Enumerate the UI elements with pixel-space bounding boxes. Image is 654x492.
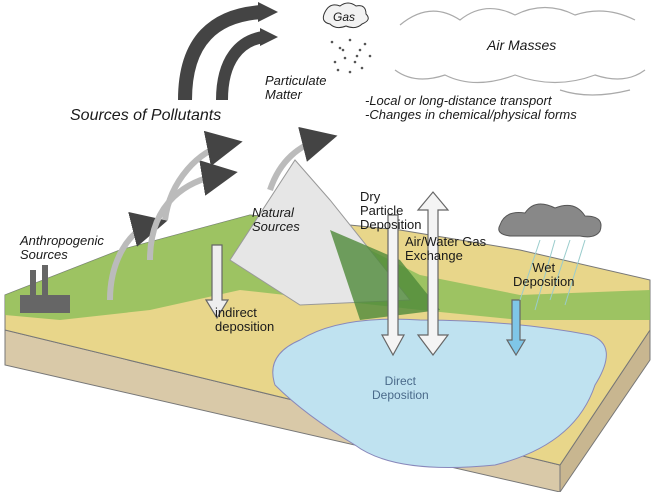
direct-line-2: Deposition [372,388,429,402]
indirect-line-1: indirect [215,305,257,320]
gas-exchange-line-2: Exchange [405,248,463,263]
natural-line-2: Sources [252,219,300,234]
deposition-arrows [204,191,527,357]
sources-of-pollutants-title: Sources of Pollutants [70,107,222,124]
direct-deposition-label: Direct Deposition [372,374,429,402]
natural-sources-label: Natural Sources [252,206,300,234]
indirect-deposition-label: indirect deposition [215,306,274,334]
source-arrows [178,2,278,101]
transport-line-2: -Changes in chemical/physical forms [365,107,577,122]
wet-line-1: Wet [532,260,556,275]
lake [272,318,607,468]
particulate-line-2: Matter [265,87,302,102]
wet-line-2: Deposition [513,274,575,289]
transport-line-1: -Local or long-distance transport [365,93,552,108]
gas-exchange-line-1: Air/Water Gas [405,234,487,249]
dry-line-1: Dry [360,189,381,204]
anthropogenic-line-2: Sources [20,247,68,262]
dry-particle-deposition-label: Dry Particle Deposition [360,190,421,232]
dry-line-3: Deposition [360,217,422,232]
indirect-line-2: deposition [215,319,275,334]
air-water-gas-exchange-label: Air/Water Gas Exchange [405,235,486,263]
rain-cloud-icon [498,203,602,238]
air-masses-label: Air Masses [487,37,557,53]
gas-cloud-icon [322,2,369,29]
particulate-dots-icon [330,38,372,74]
anthropogenic-sources-label: Anthropogenic Sources [20,234,104,262]
particulate-line-1: Particulate [265,73,327,88]
direct-line-1: Direct [384,374,417,388]
wet-deposition-label: Wet Deposition [513,261,574,289]
anthropogenic-line-1: Anthropogenic [20,233,104,248]
dry-line-2: Particle [360,203,404,218]
particulate-matter-label: Particulate Matter [265,74,326,102]
emission-plumes [107,126,338,301]
transport-notes: -Local or long-distance transport -Chang… [365,94,577,122]
factory-icon [20,265,70,313]
rain-lines [519,239,586,311]
natural-line-1: Natural [252,205,294,220]
forest [330,230,440,320]
gas-label: Gas [333,10,356,24]
air-masses-clouds [394,6,646,96]
